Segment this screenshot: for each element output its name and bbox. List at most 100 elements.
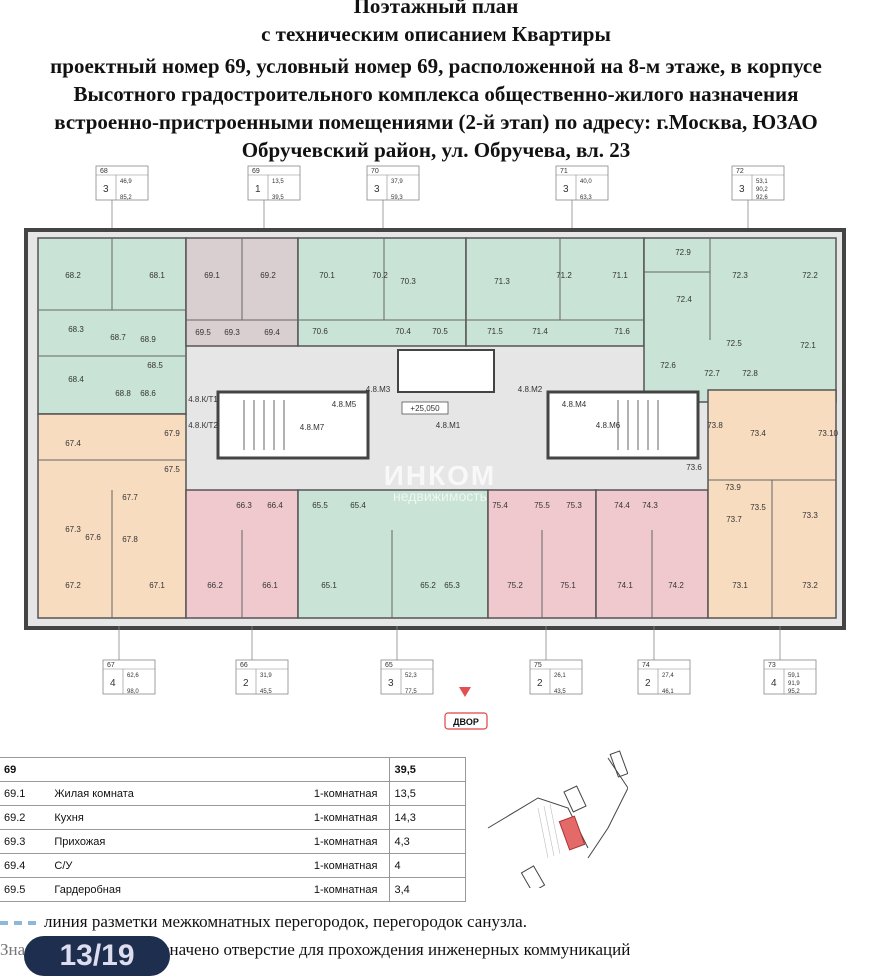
apartment-card-living-area: 46,9 (120, 179, 132, 185)
apartment-card-total-area: 59,3 (391, 195, 403, 201)
room-label: 4.8.М7 (300, 423, 325, 432)
spec-name: Гардеробная (50, 877, 277, 902)
apartment-card-rooms: 3 (374, 184, 380, 195)
room-label: 74.4 (614, 501, 630, 510)
apartment-card-living-area: 62,6 (127, 673, 139, 679)
apartment-card-total-area: 85,2 (120, 195, 132, 201)
spec-area: 39,5 (389, 757, 466, 782)
room-label: 74.1 (617, 581, 633, 590)
apartment-card-living-area: 27,4 (662, 673, 674, 679)
floor-outline (24, 228, 846, 630)
spec-type: 1-комнатная (276, 853, 390, 878)
apartment-71-area (465, 237, 645, 347)
room-label: 72.5 (726, 339, 742, 348)
dashed-line-icon (0, 921, 36, 926)
apartment-card-living-area: 53,1 (756, 179, 768, 185)
room-label: 69.2 (260, 271, 276, 280)
spec-area: 13,5 (389, 781, 466, 806)
room-label: 70.2 (372, 271, 388, 280)
spec-name: Прихожая (50, 829, 277, 854)
room-label: 68.6 (140, 389, 156, 398)
site-building-3 (520, 865, 546, 888)
apartment-card-living-area: 26,1 (554, 673, 566, 679)
room-label: 73.8 (707, 421, 723, 430)
apartment-card-number: 73 (768, 662, 776, 669)
apartment-cards-top: 68 3 46,9 85,2 69 1 13,5 39,5 70 3 37,9 59,3 71 3 40,0… (95, 165, 785, 232)
room-label: 68.1 (149, 271, 165, 280)
room-label: 75.3 (566, 501, 582, 510)
room-label: 69.1 (204, 271, 220, 280)
room-label: 75.4 (492, 501, 508, 510)
apartment-card-total-area: 77,5 (405, 689, 417, 695)
room-label: 73.2 (802, 581, 818, 590)
room-label: 73.4 (750, 429, 766, 438)
room-label: 67.5 (164, 465, 180, 474)
room-label: 72.1 (800, 341, 816, 350)
apartment-card-living-area: 52,3 (405, 673, 417, 679)
legend-note-prefix: Зна (0, 940, 26, 959)
room-label: 68.9 (140, 335, 156, 344)
apartment-card-rooms: 1 (255, 184, 261, 195)
room-label: 73.9 (725, 483, 741, 492)
apartment-card-area-b: 90,2 (756, 187, 768, 193)
room-label: 68.5 (147, 361, 163, 370)
apartment-card-total-area: 39,5 (272, 195, 284, 201)
room-label: 68.2 (65, 271, 81, 280)
room-label: 73.1 (732, 581, 748, 590)
apartment-card-total-area: 92,6 (756, 195, 768, 201)
apartment-card-number: 68 (100, 168, 108, 175)
apartment-card-rooms: 2 (537, 678, 543, 689)
elevator-shafts (397, 349, 495, 393)
apartment-card-number: 69 (252, 168, 260, 175)
spec-area: 4 (389, 853, 466, 878)
room-label: 4.8.М6 (596, 421, 621, 430)
spec-name: Кухня (50, 805, 277, 830)
apartment-card-number: 70 (371, 168, 379, 175)
room-label: 71.4 (532, 327, 548, 336)
room-label: 74.2 (668, 581, 684, 590)
page-indicator[interactable]: 13/19 (24, 936, 170, 976)
site-highlight-building (558, 815, 586, 851)
apartment-card-rooms: 3 (739, 184, 745, 195)
room-label: 75.2 (507, 581, 523, 590)
spec-name (50, 757, 277, 782)
room-label: 4.8.М1 (436, 421, 461, 430)
spec-code: 69.1 (0, 781, 51, 806)
apartment-card-living-area: 37,9 (391, 179, 403, 185)
apartment-card-total-area: 43,5 (554, 689, 566, 695)
apartment-card-living-area: 40,0 (580, 179, 592, 185)
spec-code: 69.3 (0, 829, 51, 854)
room-label: 71.2 (556, 271, 572, 280)
room-label: 65.4 (350, 501, 366, 510)
room-label: 4.8.М3 (366, 385, 391, 394)
spec-area: 14,3 (389, 805, 466, 830)
room-label: 66.3 (236, 501, 252, 510)
room-label: 66.2 (207, 581, 223, 590)
room-label: 75.1 (560, 581, 576, 590)
room-label: 73.10 (818, 429, 839, 438)
apartment-card-number: 71 (560, 168, 568, 175)
spec-area: 3,4 (389, 877, 466, 902)
title-line-6: Обручевский район, ул. Обручева, вл. 23 (241, 138, 631, 162)
room-label: 4.8.М2 (518, 385, 543, 394)
room-label: 67.6 (85, 533, 101, 542)
apartment-card-total-area: 46,1 (662, 689, 674, 695)
floor-plan: 68 3 46,9 85,2 69 1 13,5 39,5 70 3 37,9 59,3 71 3 40,0… (24, 165, 846, 730)
room-label: 72.6 (660, 361, 676, 370)
apartment-card-living-area: 13,5 (272, 179, 284, 185)
site-plan-map (487, 750, 628, 888)
room-label: 67.1 (149, 581, 165, 590)
stair-core-left (216, 390, 370, 460)
apartment-card-rooms: 3 (103, 184, 109, 195)
room-label: 65.1 (321, 581, 337, 590)
room-label: 72.2 (802, 271, 818, 280)
apartment-card-number: 67 (107, 662, 115, 669)
room-label: 68.7 (110, 333, 126, 342)
apartment-card-number: 72 (736, 168, 744, 175)
legend-partition-text: линия разметки межкомнатных перегородок,… (44, 912, 527, 931)
